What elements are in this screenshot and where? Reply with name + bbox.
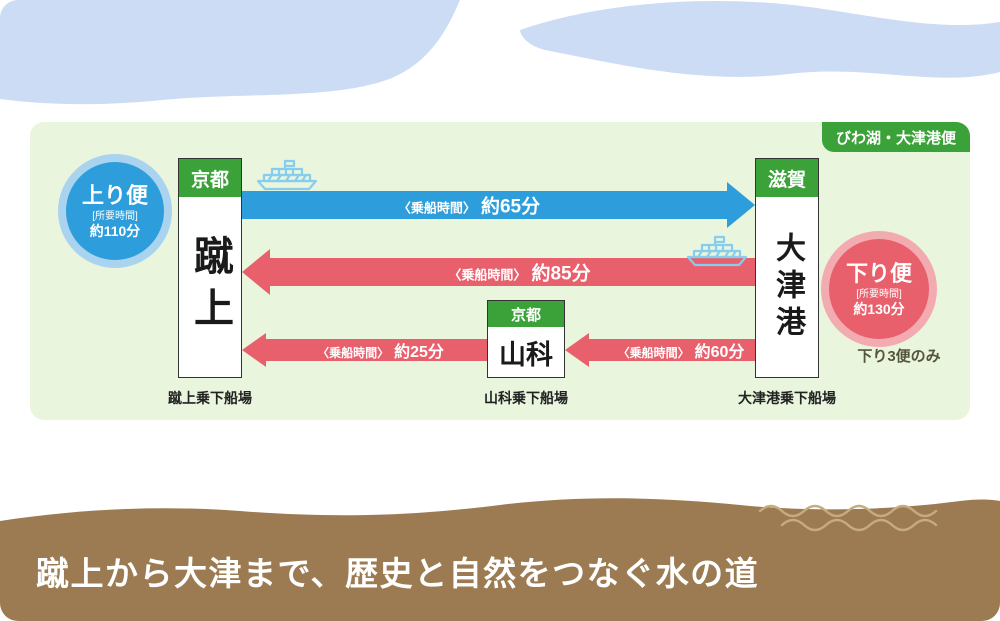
down-service-badge-inner: 下り便 [所要時間] 約130分 [829,239,929,339]
station-region-label: 滋賀 [756,159,818,197]
service-name-badge: びわ湖・大津港便 [821,122,970,152]
top-wave-decoration [0,0,1000,105]
arrow-head-left-icon [242,333,266,367]
station-name: 大津港 [771,231,804,343]
boat-icon [256,159,318,191]
boarding-time-value: 約85分 [531,263,591,285]
pier-label-yamashina: 山科乗下船場 [484,390,568,406]
station-region-label: 京都 [488,301,564,327]
arrow-body [269,258,770,286]
water-ripple-icon [758,504,938,532]
down-service-time-label: [所要時間] [856,288,902,300]
boarding-time-value: 約65分 [480,196,541,218]
up-service-duration: 約110分 [89,223,141,240]
up-service-title: 上り便 [81,182,148,208]
route-arrow-down-otsu-to-yamashina: 〈乗船時間〉約60分 [565,333,770,367]
arrow-body [265,339,492,361]
arrow-head-right-icon [727,182,755,228]
caption-band: 蹴上から大津まで、歴史と自然をつなぐ水の道 [0,491,1000,621]
station-name: 山科 [499,339,553,370]
station-name: 蹴上 [188,235,232,339]
route-arrow-label: 〈乗船時間〉約60分 [565,338,770,362]
station-box-otsu: 滋賀 大津港 [755,158,819,378]
route-arrow-up-keage-to-otsu: 〈乗船時間〉約65分 [210,182,755,228]
station-box-keage: 京都 蹴上 [178,158,242,378]
boarding-time-prefix: 〈乗船時間〉 [317,346,390,360]
up-service-badge: 上り便 [所要時間] 約110分 [58,154,172,268]
service-name-label: びわ湖・大津港便 [835,129,956,147]
arrow-head-left-icon [242,249,270,295]
station-box-yamashina: 京都 山科 [487,300,565,378]
up-service-time-label: [所要時間] [92,210,138,222]
arrow-head-left-icon [565,333,589,367]
boarding-time-value: 約60分 [694,344,745,361]
arrow-body [588,339,770,361]
down-service-badge: 下り便 [所要時間] 約130分 [821,231,937,347]
bottom-wave-shape [0,498,1000,621]
route-arrow-label: 〈乗船時間〉約65分 [210,192,755,219]
route-arrow-label: 〈乗船時間〉約85分 [242,259,770,286]
caption-text: 蹴上から大津まで、歴史と自然をつなぐ水の道 [36,555,760,592]
route-arrow-down-otsu-to-keage: 〈乗船時間〉約85分 [242,249,770,295]
down-service-duration: 約130分 [853,301,905,318]
pier-label-otsu: 大津港乗下船場 [738,390,836,406]
route-arrow-down-yamashina-to-keage: 〈乗船時間〉約25分 [242,333,492,367]
route-arrow-label: 〈乗船時間〉約25分 [242,338,492,362]
station-region-label: 京都 [179,159,241,197]
arrow-body [210,191,728,219]
boarding-time-prefix: 〈乗船時間〉 [448,267,527,283]
down-service-note: 下り3便のみ [857,348,941,365]
up-service-badge-inner: 上り便 [所要時間] 約110分 [66,162,164,260]
route-diagram-panel: びわ湖・大津港便 上り便 [所要時間] 約110分 下り便 [所要時間] 約13… [30,122,970,420]
pier-label-keage: 蹴上乗下船場 [168,390,252,406]
boat-icon [686,235,748,267]
down-service-title: 下り便 [845,260,912,286]
boarding-time-prefix: 〈乗船時間〉 [617,346,690,360]
boarding-time-value: 約25分 [394,344,444,361]
boarding-time-prefix: 〈乗船時間〉 [397,200,476,216]
